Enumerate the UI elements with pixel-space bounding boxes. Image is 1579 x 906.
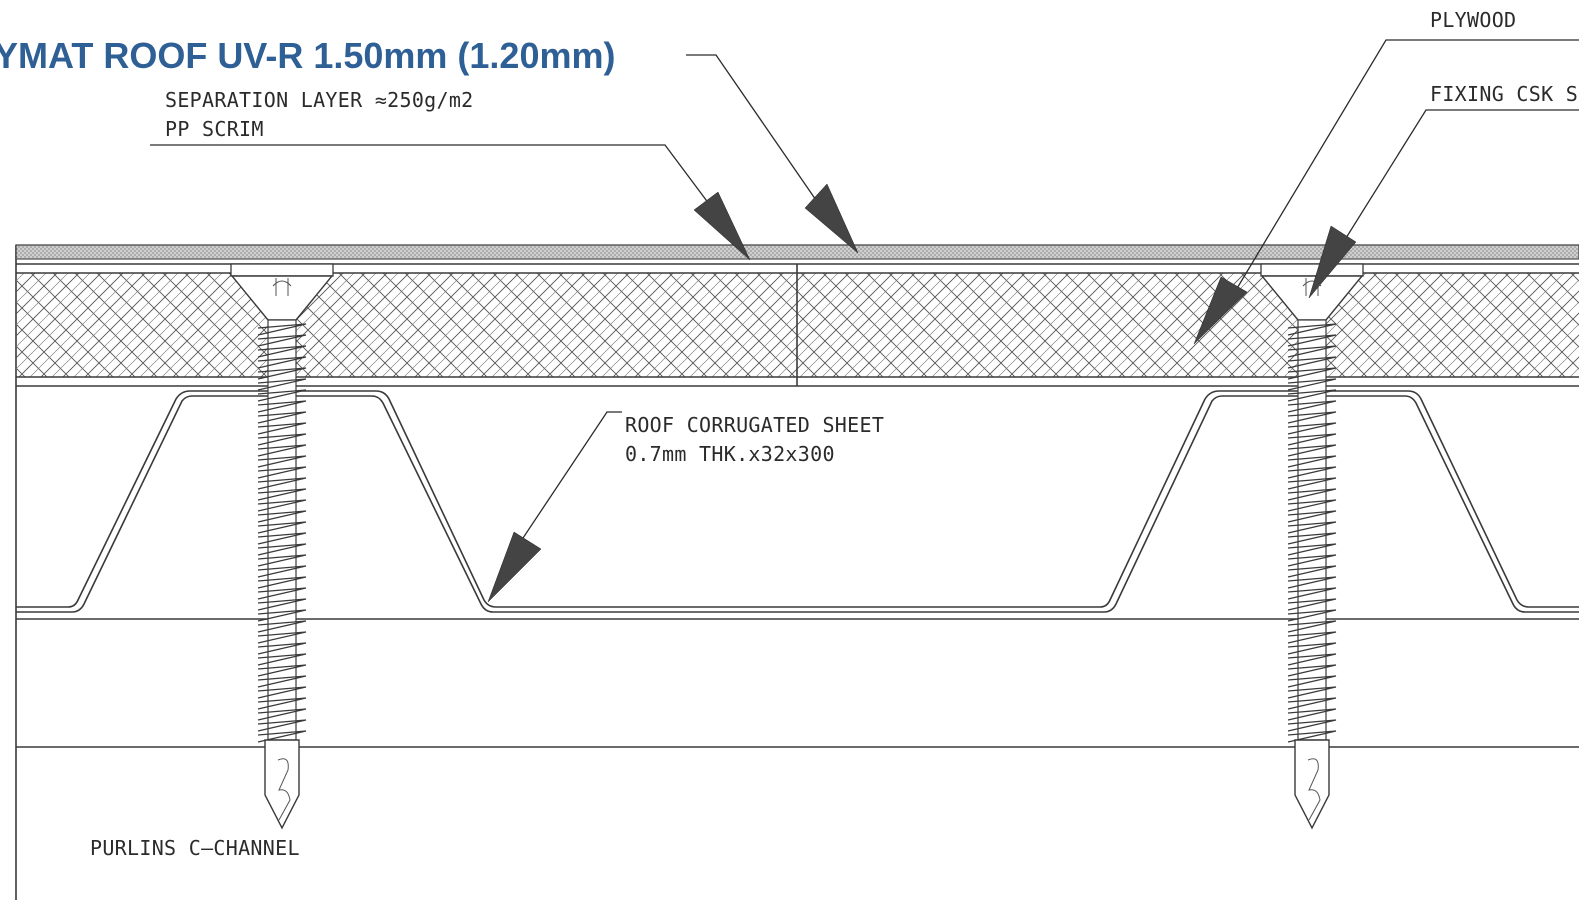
label-plywood: PLYWOOD [1430,8,1516,32]
label-sheet-spec: 0.7mm THK.x32x300 [625,442,835,466]
label-pp-scrim: PP SCRIM [165,117,264,141]
purlin-c-channel [16,618,1579,748]
label-corrugated-sheet: ROOF CORRUGATED SHEET [625,413,884,437]
label-fixing: FIXING CSK S [1430,82,1578,106]
corrugated-sheet [16,390,1579,613]
leader-plywood [1193,39,1579,345]
screw-threads [1287,323,1337,743]
leader-fixing [1308,109,1579,299]
label-purlins: PURLINS C–CHANNEL [90,836,300,860]
screw-threads [257,323,307,743]
drawing-title: YMAT ROOF UV-R 1.50mm (1.20mm) [0,35,615,76]
label-separation-layer: SEPARATION LAYER ≈250g/m2 [165,88,474,112]
membrane-layer [15,244,1579,260]
leader-sheet [487,411,622,603]
leader-title [686,54,859,254]
csk-screw-left [230,263,334,830]
csk-screw-right [1260,263,1364,830]
leader-separation [150,144,751,261]
